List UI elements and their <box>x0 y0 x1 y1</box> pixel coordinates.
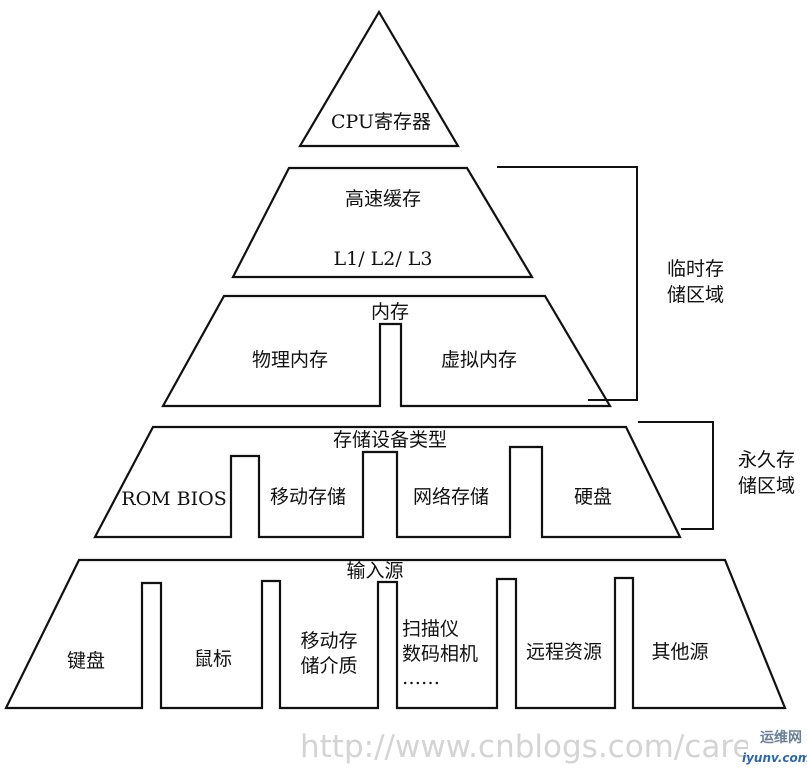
hard-disk-label: 硬盘 <box>574 486 612 508</box>
rom-bios-label: ROM BIOS <box>121 488 226 510</box>
permanent-storage-bracket <box>638 421 714 530</box>
permanent-storage-label-line2: 储区域 <box>738 475 795 497</box>
cpu-register-triangle <box>298 9 460 148</box>
input-sources-trapezoid <box>4 558 787 710</box>
storage-devices-title: 存储设备类型 <box>333 429 447 451</box>
digital-camera-label: 数码相机 <box>402 643 478 665</box>
watermark-logo-box <box>748 724 806 768</box>
temporary-storage-label-line1: 临时存 <box>667 258 724 280</box>
cpu-register-label: CPU寄存器 <box>331 111 431 133</box>
keyboard-label: 键盘 <box>67 650 105 672</box>
scanner-label: 扫描仪 <box>402 618 459 640</box>
permanent-storage-label-line1: 永久存 <box>738 449 795 471</box>
cache-trapezoid <box>231 166 534 279</box>
other-sources-label: 其他源 <box>651 641 708 663</box>
memory-trapezoid <box>161 294 612 408</box>
ellipsis-label: …… <box>402 667 440 689</box>
removable-media-label-line2: 储介质 <box>300 655 357 677</box>
cache-levels-label: L1/ L2/ L3 <box>334 248 433 270</box>
watermark-logo-cn: 运维网 <box>760 729 802 746</box>
watermark-url: http://www.cnblogs.com/careyson <box>300 729 807 765</box>
virtual-memory-label: 虚拟内存 <box>441 349 517 371</box>
memory-title: 内存 <box>371 301 409 323</box>
storage-devices-trapezoid <box>93 425 682 539</box>
physical-memory-label: 物理内存 <box>252 349 328 371</box>
removable-storage-label: 移动存储 <box>270 486 346 508</box>
cache-title: 高速缓存 <box>345 188 421 210</box>
temporary-storage-label-line2: 储区域 <box>667 284 724 306</box>
removable-media-label-line1: 移动存 <box>300 630 357 652</box>
input-sources-title: 输入源 <box>346 560 403 582</box>
watermark-logo-en: iyunv.com <box>742 751 807 765</box>
mouse-label: 鼠标 <box>194 648 232 670</box>
network-storage-label: 网络存储 <box>413 486 489 508</box>
remote-resources-label: 远程资源 <box>526 641 602 663</box>
temporary-storage-bracket <box>497 166 638 401</box>
